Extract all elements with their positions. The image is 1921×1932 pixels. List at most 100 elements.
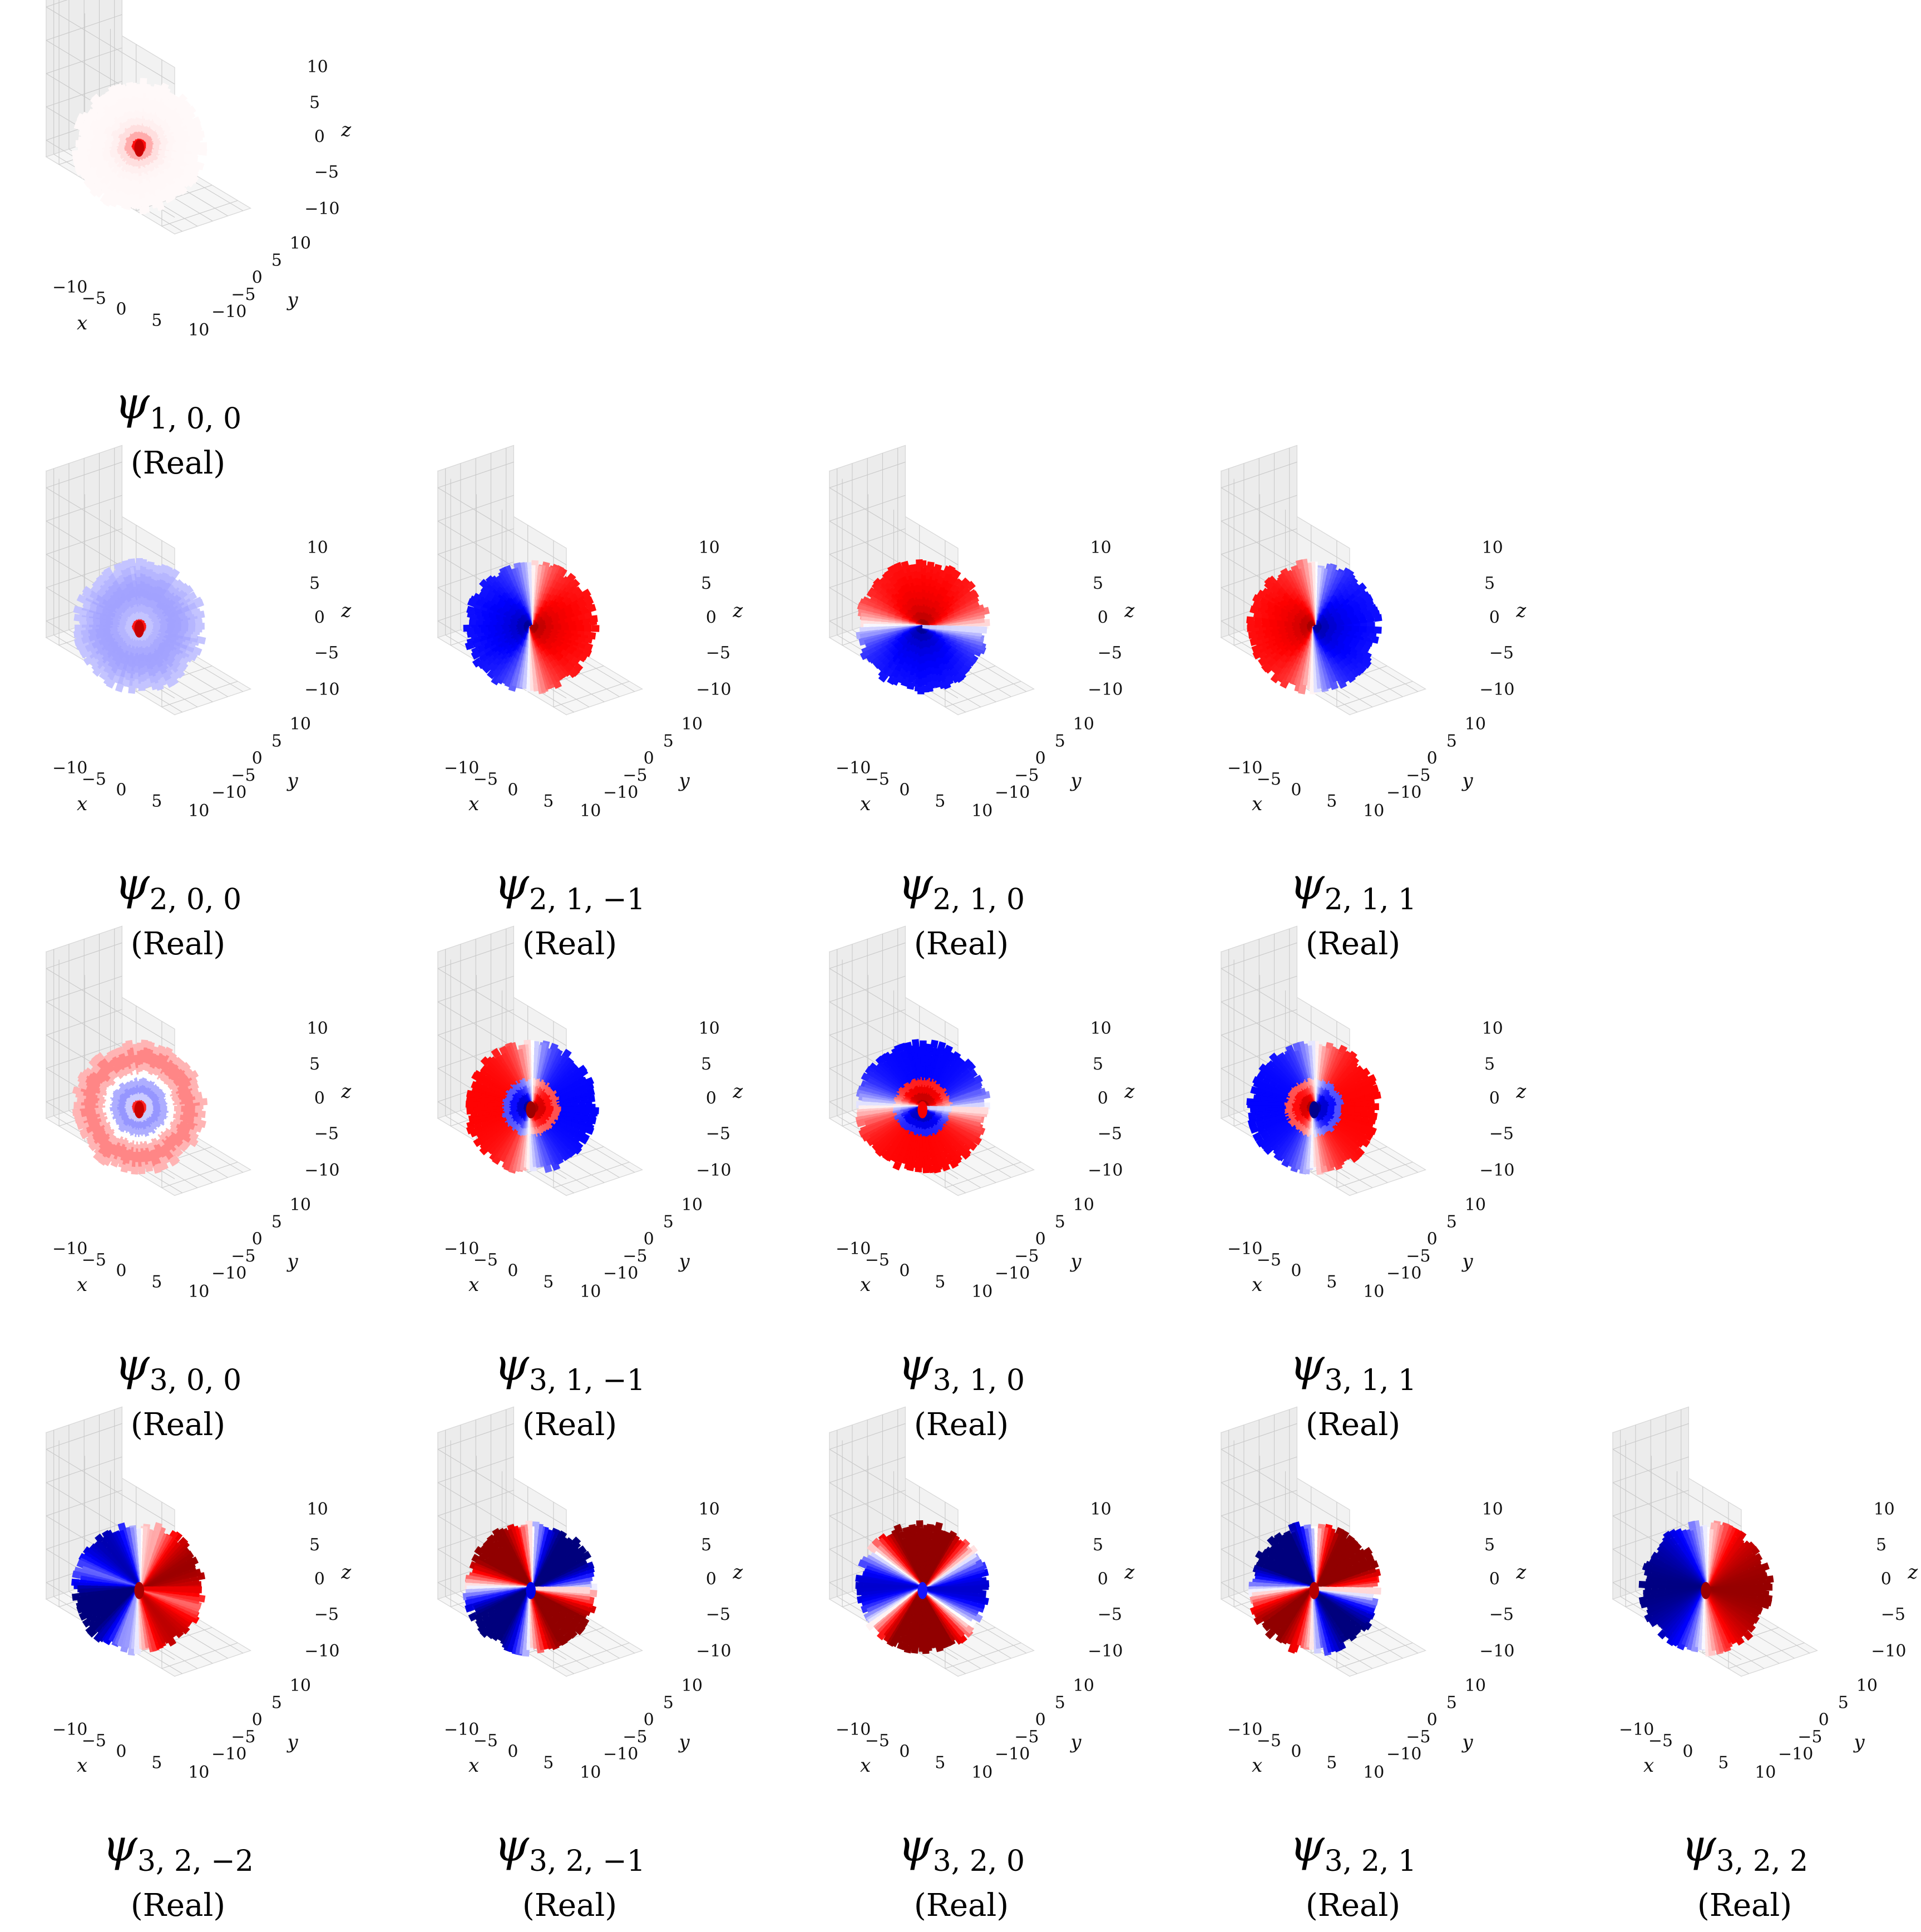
orbital-ray-segment xyxy=(502,667,512,677)
orbital-ray-segment xyxy=(982,619,990,627)
orbital-ray-segment xyxy=(467,610,476,619)
orbital-ray-segment xyxy=(127,666,135,674)
orbital-ray-segment xyxy=(929,625,937,629)
orbital-ray-segment xyxy=(171,579,181,589)
orbital-ray-segment xyxy=(1294,683,1303,693)
orbital-ray-segment xyxy=(942,680,951,690)
orbital-ray-segment xyxy=(525,569,532,577)
orbital-ray-segment xyxy=(189,170,199,180)
y-tick-label: −10 xyxy=(603,783,638,802)
x-tick-label: 10 xyxy=(188,801,209,821)
orbital-ray-segment xyxy=(124,567,132,576)
orbital-ray-segment xyxy=(164,107,173,116)
orbital-ray-segment xyxy=(930,566,938,574)
orbital-ray-segment xyxy=(1287,580,1296,590)
orbital-ray-segment xyxy=(970,594,980,604)
orbital-ray-segment xyxy=(180,114,190,124)
orbital-ray-segment xyxy=(95,628,103,635)
x-tick-label: 0 xyxy=(116,300,126,319)
psi-symbol: ψ xyxy=(114,377,150,429)
orbital-ray-segment xyxy=(186,110,196,120)
orbital-ray-segment xyxy=(75,117,85,127)
z-tick-label: 0 xyxy=(1098,608,1108,627)
orbital-ray-segment xyxy=(193,122,203,132)
orbital-ray-segment xyxy=(886,577,896,588)
orbital-ray-segment xyxy=(1279,583,1288,593)
x-tick-label: 5 xyxy=(543,791,554,811)
orbital-ray-segment xyxy=(471,650,481,660)
orbital-ray-segment xyxy=(177,610,186,618)
orbital-ray-segment xyxy=(73,605,82,614)
orbital-ray-segment xyxy=(96,644,106,653)
orbital-ray-segment xyxy=(865,607,875,615)
orbital-ray-segment xyxy=(1253,617,1262,625)
orbital-ray-segment xyxy=(1357,582,1367,593)
orbital-ray-segment xyxy=(115,184,124,194)
orbital-ray-segment xyxy=(82,600,91,609)
orbital-ray-segment xyxy=(877,663,887,673)
orbital-ray-segment xyxy=(961,646,970,655)
orbital-ray-segment xyxy=(142,561,151,570)
x-axis-label: x xyxy=(77,312,87,334)
orbital-ray-segment xyxy=(1320,584,1328,593)
y-tick-label: 5 xyxy=(271,732,282,751)
orbital-ray-segment xyxy=(1345,651,1355,661)
z-tick-label: 5 xyxy=(1093,574,1103,593)
x-tick-label: 5 xyxy=(151,791,162,811)
orbital-ray-segment xyxy=(149,86,157,95)
orbital-ray-segment xyxy=(140,681,149,689)
orbital-ray-segment xyxy=(152,144,160,149)
orbital-ray-segment xyxy=(150,681,160,691)
x-tick-label: −10 xyxy=(52,278,87,297)
orbital-ray-segment xyxy=(467,598,477,608)
orbital-ray-segment xyxy=(1343,664,1353,674)
orbital-ray-segment xyxy=(190,634,199,643)
y-tick-label: 10 xyxy=(682,714,703,734)
x-tick-label: 5 xyxy=(151,310,162,330)
z-axis-label: z xyxy=(732,599,743,622)
orbital-ray-segment xyxy=(151,200,160,209)
orbital-ray-segment xyxy=(1292,670,1301,679)
orbital-ray-segment xyxy=(878,672,888,683)
orbital-ray-segment xyxy=(555,651,564,661)
orbital-ray-segment xyxy=(178,98,189,109)
orbital-ray-segment xyxy=(166,118,175,127)
orbital-ray-segment xyxy=(921,677,929,686)
orbital-ray-segment xyxy=(551,571,561,581)
orbital-ray-segment xyxy=(157,102,166,112)
orbital-ray-segment xyxy=(485,575,496,585)
orbital-ray-segment xyxy=(873,626,881,633)
orbital-ray-segment xyxy=(926,674,934,682)
z-tick-label: 0 xyxy=(314,127,325,146)
orbital-ray-segment xyxy=(551,658,560,667)
orbital-ray-segment xyxy=(1255,613,1262,622)
orbital-ray-segment xyxy=(533,683,541,692)
orbital-ray-segment xyxy=(950,640,959,649)
orbital-ray-segment xyxy=(1333,569,1342,579)
orbital-ray-segment xyxy=(487,662,497,672)
orbital-ray-segment xyxy=(892,649,901,658)
orbital-ray-segment xyxy=(554,565,565,575)
orbital-ray-segment xyxy=(128,659,136,668)
orbital-ray-segment xyxy=(91,583,102,593)
orbital-ray-segment xyxy=(886,668,896,678)
psi-symbol: ψ xyxy=(114,858,150,910)
orbital-rays xyxy=(463,560,600,694)
orbital-ray-segment xyxy=(867,654,878,664)
x-tick-label: −10 xyxy=(836,758,871,778)
orbital-ray-segment xyxy=(1328,668,1337,677)
orbital-ray-segment xyxy=(125,574,133,584)
orbital-ray-segment xyxy=(893,658,903,667)
orbital-ray-segment xyxy=(78,645,88,655)
orbital-ray-segment xyxy=(1303,672,1311,679)
y-tick-label: −10 xyxy=(211,302,246,322)
orbital-rays xyxy=(1246,558,1382,694)
subplot-title: ψ2, 1, −1 xyxy=(397,859,742,925)
orbital-ray-segment xyxy=(950,583,960,593)
orbital-ray-segment xyxy=(120,668,129,678)
orbital-ray-segment xyxy=(922,684,930,693)
orbital-ray-segment xyxy=(877,577,888,587)
